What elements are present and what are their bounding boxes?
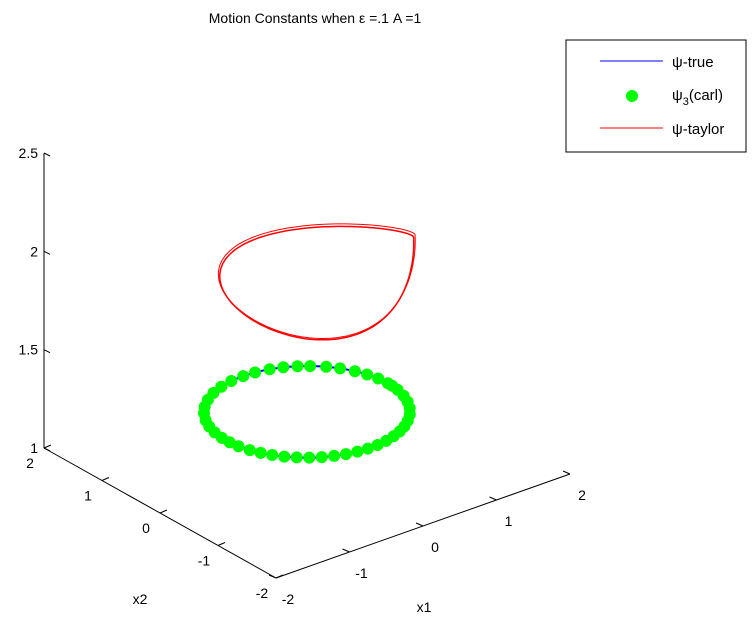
psi3-carl-marker (351, 445, 364, 458)
legend: ψ-true ψ3(carl) ψ-taylor (565, 39, 747, 153)
psi3-carl-marker (320, 360, 333, 373)
z-tick-label: 2.5 (19, 145, 39, 161)
x2-tick-mark (43, 444, 52, 449)
x2-tick-mark (159, 509, 168, 514)
legend-swatch-psi3-carl (626, 90, 638, 102)
x1-tick-mark (342, 548, 350, 553)
psi3-carl-marker (304, 360, 317, 373)
x2-tick-label: 0 (142, 520, 150, 536)
x1-tick-mark (415, 522, 424, 527)
z-tick-mark (43, 447, 51, 452)
psi3-carl-marker (266, 449, 279, 461)
x1-tick-label: 0 (431, 539, 439, 555)
legend-box (565, 39, 747, 153)
psi3-carl-marker (340, 448, 352, 461)
z-tick-label: 2 (30, 243, 38, 259)
psi3-carl-marker (348, 365, 361, 378)
x1-tick-mark (489, 496, 497, 501)
x1-ticks: -2 -1 0 1 2 (268, 470, 586, 607)
legend-label-psi3-main: ψ (672, 87, 683, 104)
psi3-carl-marker (386, 379, 399, 392)
psi3-carl-marker (291, 360, 304, 373)
psi3-carl-marker (232, 440, 245, 453)
x2-tick-mark (217, 542, 226, 546)
legend-label-psi3-carl: ψ3(carl) (672, 87, 723, 108)
series-psi-taylor-line-offset (217, 223, 416, 339)
x1-tick-mark (562, 470, 571, 475)
x1-tick-label: 2 (578, 487, 586, 503)
z-tick-mark (43, 250, 51, 255)
x1-tick-label: -2 (282, 591, 295, 607)
x2-tick-label: -2 (256, 585, 269, 601)
psi3-carl-marker (303, 451, 316, 464)
x2-ticks: -2 -1 0 1 2 (26, 444, 284, 601)
x1-tick-label: 1 (505, 513, 513, 529)
chart-title: Motion Constants when ε =.1 A =1 (209, 10, 422, 26)
psi3-carl-marker (277, 361, 290, 374)
x2-tick-mark (275, 574, 284, 579)
z-tick-mark (43, 349, 51, 354)
x2-tick-mark (101, 477, 110, 481)
psi3-carl-marker (315, 451, 328, 464)
x1-tick-label: -1 (355, 565, 368, 581)
psi3-carl-marker (243, 444, 256, 457)
psi3-carl-marker (334, 362, 347, 375)
psi3-carl-marker (361, 368, 374, 381)
x2-axis-label: x2 (133, 591, 148, 607)
legend-label-psi-true: ψ-true (672, 54, 714, 71)
psi3-carl-marker (263, 363, 276, 376)
z-tick-mark (43, 152, 51, 157)
legend-label-psi-taylor: ψ-taylor (672, 121, 724, 138)
z-tick-label: 1.5 (19, 342, 39, 358)
psi3-carl-marker (328, 449, 341, 462)
psi3-carl-marker (372, 372, 385, 385)
psi3-carl-marker (278, 450, 291, 463)
x2-tick-label: 1 (84, 488, 92, 504)
z-tick-label: 1 (30, 440, 38, 456)
x1-tick-mark (268, 574, 277, 579)
psi3-carl-marker (361, 442, 374, 455)
series-layer (198, 223, 416, 464)
psi3-carl-marker (237, 370, 250, 383)
psi3-carl-marker (254, 446, 267, 459)
z-ticks: 1 1.5 2 2.5 (19, 145, 51, 456)
x2-tick-label: -1 (198, 553, 211, 569)
x1-axis-label: x1 (417, 599, 432, 615)
legend-label-psi3-sub: 3 (683, 96, 689, 108)
x2-tick-label: 2 (26, 455, 34, 471)
psi3-carl-marker (249, 366, 262, 379)
legend-label-psi3-tail: (carl) (689, 87, 723, 104)
psi3-carl-marker (225, 375, 238, 387)
psi3-carl-marker (290, 451, 303, 464)
series-psi3-carl-markers (198, 360, 416, 464)
